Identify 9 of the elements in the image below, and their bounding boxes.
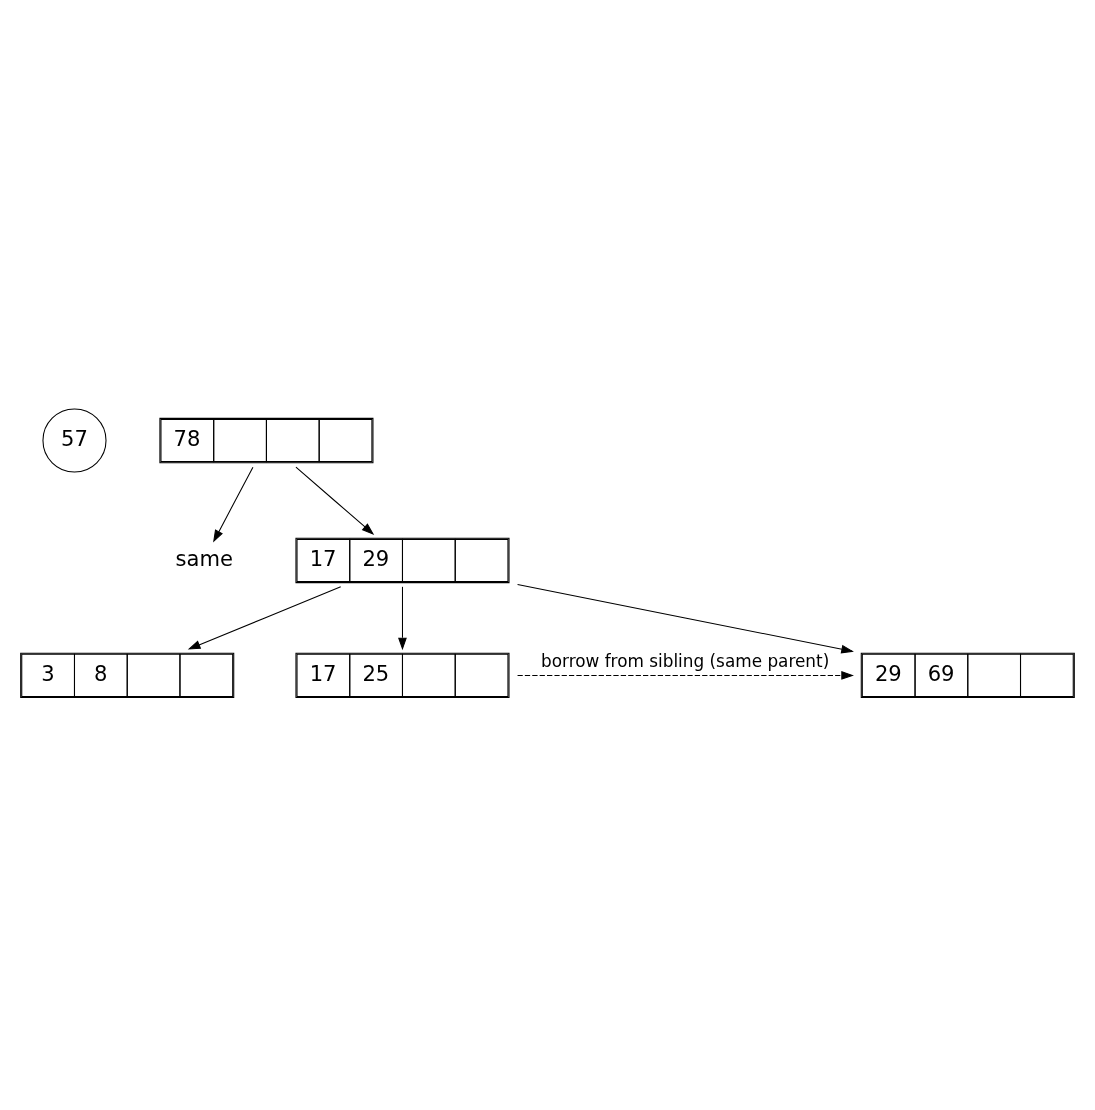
arrow bbox=[517, 583, 854, 653]
arrow bbox=[398, 585, 407, 650]
arrow bbox=[295, 466, 375, 535]
arrow bbox=[517, 670, 854, 680]
arrow bbox=[187, 585, 342, 650]
edge-label: borrow from sibling (same parent) bbox=[541, 650, 830, 671]
node-circle: 57 bbox=[42, 408, 107, 473]
node-text: same bbox=[175, 545, 233, 571]
arrow bbox=[213, 466, 254, 543]
